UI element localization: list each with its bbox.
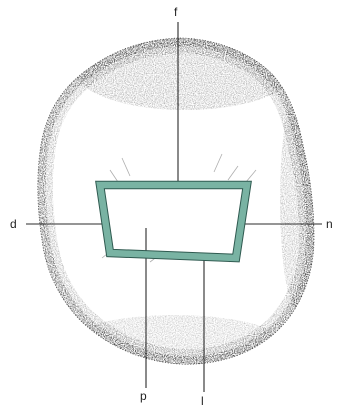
label-l: l xyxy=(201,394,204,408)
label-p: p xyxy=(140,389,147,403)
label-f: f xyxy=(174,5,178,19)
label-d: d xyxy=(10,217,17,231)
label-n: n xyxy=(326,217,333,231)
